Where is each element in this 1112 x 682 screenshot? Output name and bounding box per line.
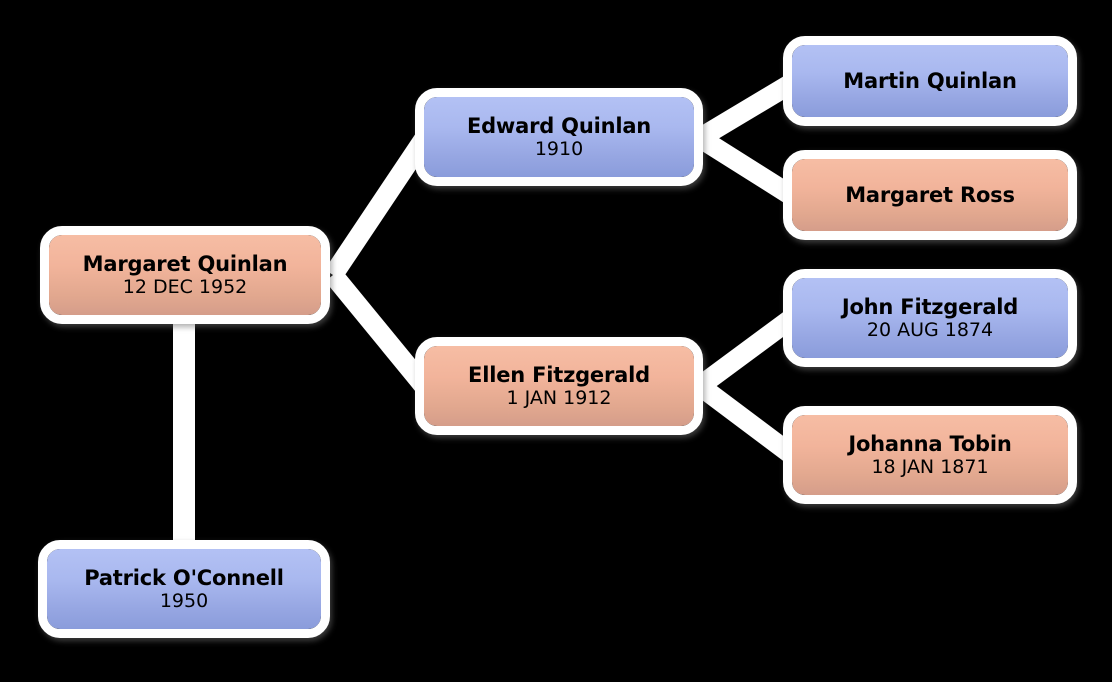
connector-margaret-to-ellen (325, 268, 432, 393)
person-name: Martin Quinlan (843, 68, 1017, 93)
person-fill: Patrick O'Connell 1950 (47, 549, 321, 629)
connector-edward-to-martin (694, 74, 798, 147)
connector-margaret-to-edward (324, 133, 433, 281)
person-box-john-fitzgerald[interactable]: John Fitzgerald 20 AUG 1874 (783, 269, 1077, 367)
person-name: Ellen Fitzgerald (468, 362, 650, 387)
person-fill: Ellen Fitzgerald 1 JAN 1912 (424, 346, 694, 426)
person-fill: Margaret Ross (792, 159, 1068, 231)
person-box-margaret-quinlan[interactable]: Margaret Quinlan 12 DEC 1952 (40, 226, 330, 324)
person-box-patrick-oconnell[interactable]: Patrick O'Connell 1950 (38, 540, 330, 638)
person-date: 20 AUG 1874 (866, 318, 994, 341)
person-fill: John Fitzgerald 20 AUG 1874 (792, 278, 1068, 358)
person-box-martin-quinlan[interactable]: Martin Quinlan (783, 36, 1077, 126)
person-box-margaret-ross[interactable]: Margaret Ross (783, 150, 1077, 240)
person-name: Patrick O'Connell (84, 565, 284, 590)
person-box-edward-quinlan[interactable]: Edward Quinlan 1910 (415, 88, 703, 186)
person-date: 1950 (159, 589, 209, 612)
person-date: 18 JAN 1871 (871, 455, 989, 478)
person-box-ellen-fitzgerald[interactable]: Ellen Fitzgerald 1 JAN 1912 (415, 337, 703, 435)
person-fill: Johanna Tobin 18 JAN 1871 (792, 415, 1068, 495)
person-fill: Margaret Quinlan 12 DEC 1952 (49, 235, 321, 315)
person-name: Margaret Ross (845, 182, 1015, 207)
person-name: Margaret Quinlan (82, 251, 288, 276)
person-box-johanna-tobin[interactable]: Johanna Tobin 18 JAN 1871 (783, 406, 1077, 504)
person-date: 1 JAN 1912 (506, 386, 612, 409)
connector-ellen-to-johanna (694, 378, 798, 463)
connector-edward-to-margaretross (694, 129, 798, 205)
person-name: Edward Quinlan (466, 113, 652, 138)
connector-ellen-to-john (694, 309, 798, 395)
person-fill: Edward Quinlan 1910 (424, 97, 694, 177)
person-date: 12 DEC 1952 (122, 275, 248, 298)
person-name: John Fitzgerald (841, 294, 1019, 319)
person-date: 1910 (534, 137, 584, 160)
person-name: Johanna Tobin (848, 431, 1012, 456)
person-fill: Martin Quinlan (792, 45, 1068, 117)
